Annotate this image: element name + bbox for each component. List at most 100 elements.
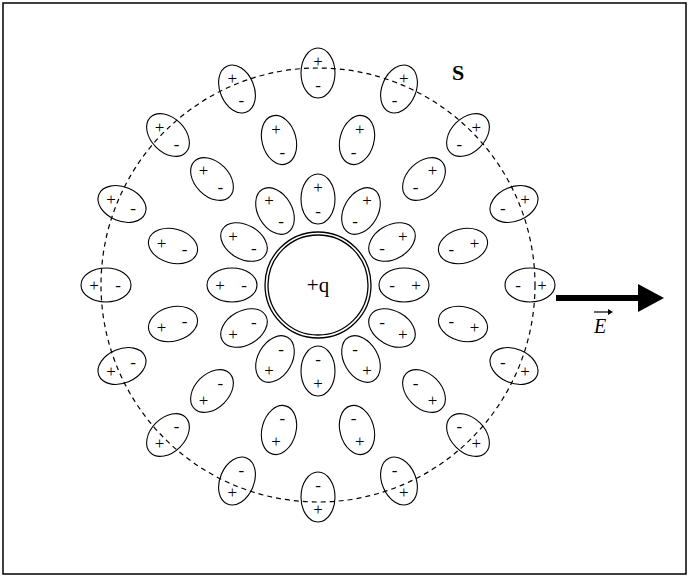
positive-sign: +	[264, 361, 274, 378]
negative-sign: -	[315, 351, 321, 368]
dipole-molecule: +-	[288, 467, 348, 527]
dipole-outline	[331, 181, 391, 241]
negative-sign: -	[389, 277, 395, 294]
dipole-molecule: +-	[362, 298, 422, 358]
dipole-ellipse	[374, 60, 425, 119]
positive-sign: +	[355, 120, 365, 137]
dipole-outline	[214, 298, 274, 358]
dipole-ellipse	[334, 180, 388, 240]
negative-sign: -	[174, 418, 180, 435]
dipole-molecule: +-	[484, 336, 544, 396]
positive-sign: +	[428, 391, 438, 408]
dipole-molecule: +-	[249, 400, 309, 460]
dipole-ellipse	[438, 105, 497, 164]
positive-sign: +	[398, 326, 408, 343]
dipole-molecule: +-	[288, 169, 348, 229]
dipole-outline	[369, 59, 429, 119]
dipole-ellipse	[81, 268, 131, 302]
negative-sign: -	[182, 241, 188, 258]
dipole-ellipse	[379, 268, 429, 302]
dipole-ellipse	[394, 149, 453, 208]
positive-sign: +	[227, 70, 237, 87]
negative-sign: -	[279, 410, 285, 427]
dipole-molecule: +-	[249, 110, 309, 170]
dipole-molecule: +-	[214, 298, 274, 358]
dipole-ellipse	[394, 361, 453, 420]
dipole-outline	[76, 255, 136, 315]
surface-label: S	[452, 62, 464, 84]
dipole-ellipse	[484, 341, 543, 392]
dipole-molecule: +-	[369, 59, 429, 119]
negative-sign: -	[457, 135, 463, 152]
dipole-outline	[92, 174, 152, 234]
dipole-ellipse	[334, 401, 380, 458]
negative-sign: -	[448, 312, 454, 329]
dipole-outline	[245, 181, 305, 241]
negative-sign: -	[130, 200, 136, 217]
negative-sign: -	[241, 277, 247, 294]
dipole-ellipse	[138, 405, 197, 464]
dipole-outline	[138, 405, 198, 465]
negative-sign: -	[218, 374, 224, 391]
negative-sign: -	[115, 277, 121, 294]
positive-sign: +	[398, 228, 408, 245]
dipole-outline	[202, 255, 262, 315]
dipole-ellipse	[438, 405, 497, 464]
dipole-molecule: +-	[394, 149, 454, 209]
negative-sign: -	[413, 374, 419, 391]
negative-sign: -	[239, 92, 245, 109]
dipole-ellipse	[301, 472, 335, 522]
positive-sign: +	[470, 235, 480, 252]
sphere-inner-ring	[268, 235, 368, 335]
dipole-outline	[143, 294, 203, 354]
negative-sign: -	[278, 212, 284, 229]
positive-sign: +	[271, 433, 281, 450]
dipole-ellipse	[93, 341, 152, 392]
negative-sign: -	[413, 179, 419, 196]
dipole-molecule: +-	[362, 212, 422, 272]
positive-sign: +	[411, 277, 421, 294]
dipole-outline	[327, 400, 387, 460]
dipole-ellipse	[213, 301, 273, 355]
dipole-ellipse	[434, 301, 491, 347]
charged-sphere: +q	[262, 229, 374, 341]
negative-sign: -	[515, 277, 521, 294]
negative-sign: -	[500, 200, 506, 217]
dipole-outline	[484, 336, 544, 396]
dipole-molecule: +-	[143, 216, 203, 276]
dipole-molecule: +-	[394, 361, 454, 421]
dipole-ellipse	[334, 112, 380, 169]
dipole-ellipse	[256, 112, 302, 169]
dipole-molecule: +-	[138, 405, 198, 465]
dipole-ellipse	[145, 223, 202, 269]
positive-sign: +	[313, 53, 323, 70]
negative-sign: -	[315, 203, 321, 220]
positive-sign: +	[155, 118, 165, 135]
dipole-ellipse	[374, 451, 425, 510]
negative-sign: -	[500, 353, 506, 370]
negative-sign: -	[448, 241, 454, 258]
dipole-molecule: +-	[138, 105, 198, 165]
dipole-outline	[182, 149, 242, 209]
dipole-ellipse	[362, 301, 422, 355]
positive-sign: +	[313, 501, 323, 518]
dipole-outline	[331, 329, 391, 389]
dipole-outline	[369, 451, 429, 511]
dipole-molecule: +-	[76, 255, 136, 315]
positive-sign: +	[157, 318, 167, 335]
dipole-ellipse	[145, 301, 202, 347]
dipole-ellipse	[434, 223, 491, 269]
dipole-ellipse	[484, 179, 543, 230]
dipole-ellipse	[212, 451, 263, 510]
dipole-molecule: +-	[433, 216, 493, 276]
dipole-outline	[433, 294, 493, 354]
dipole-molecule: +-	[438, 405, 498, 465]
negative-sign: -	[352, 341, 358, 358]
dipole-ellipse	[334, 329, 388, 389]
dipole-outline	[394, 149, 454, 209]
positive-sign: +	[537, 277, 547, 294]
dipole-outline	[438, 405, 498, 465]
positive-sign: +	[362, 192, 372, 209]
negative-sign: -	[392, 92, 398, 109]
